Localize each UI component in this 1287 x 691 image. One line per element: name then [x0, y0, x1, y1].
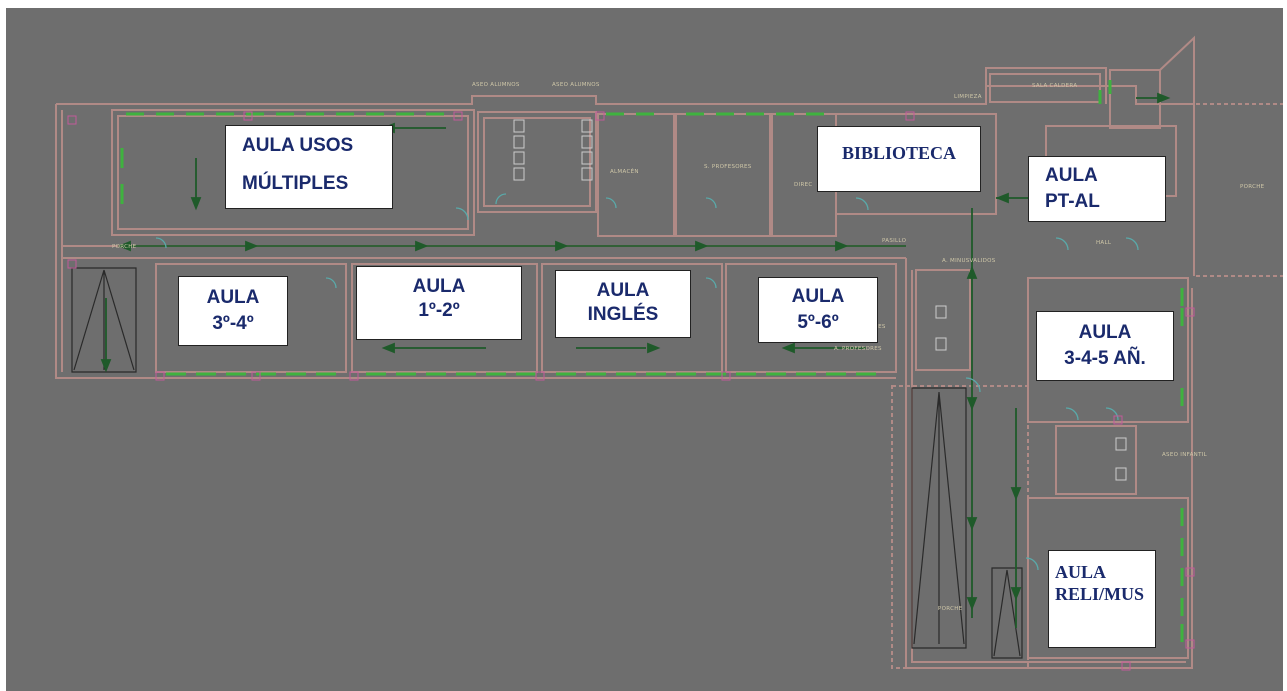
room-label-pt-al-line1: AULA — [1045, 165, 1098, 186]
room-label-aula-34-line2: 3º-4º — [212, 313, 254, 334]
room-label-biblioteca: BIBLIOTECA — [817, 126, 981, 192]
room-label-aula-56-line1: AULA — [791, 286, 845, 307]
room-label-biblioteca-line1: BIBLIOTECA — [841, 143, 957, 163]
room-label-aula-12-line2: 1º-2º — [418, 300, 460, 321]
label-hall: HALL — [1096, 240, 1112, 246]
room-label-aula-34-line1: AULA — [206, 287, 260, 308]
room-label-aula-345-line1: AULA — [1078, 322, 1132, 343]
label-direc: DIREC — [794, 182, 813, 188]
label-aseo-infantil: ASEO INFANTIL — [1162, 452, 1208, 458]
stairs — [71, 267, 1023, 659]
room-label-aula-56-line2: 5º-6º — [797, 312, 839, 333]
room-label-usos-multiples: AULA USOS MÚLTIPLES — [225, 125, 393, 209]
label-sala-caldera: SALA CALDERA — [1032, 83, 1077, 89]
label-a-minusvalidos: A. MINUSVALIDOS — [942, 258, 996, 264]
room-label-reli-mus-line1: AULA — [1055, 562, 1107, 582]
column-markers — [67, 111, 1195, 671]
label-almacen: ALMACÉN — [610, 167, 639, 175]
room-label-aula-ingles-line2: INGLÉS — [587, 304, 659, 325]
room-label-pt-al: AULA PT-AL — [1028, 156, 1166, 222]
label-profesores-1: RES — [874, 324, 886, 330]
room-label-aula-345-line2: 3-4-5 AÑ. — [1064, 348, 1146, 369]
label-limpieza: LIMPIEZA — [954, 94, 982, 100]
floor-plan-canvas: ASEO ALUMNOS ASEO ALUMNOS LIMPIEZA SALA … — [6, 8, 1283, 691]
room-label-aula-ingles: AULA INGLÉS — [555, 270, 691, 338]
room-label-aula-ingles-line1: AULA — [596, 280, 650, 301]
evacuation-routes — [100, 92, 1171, 628]
floor-plan: ASEO ALUMNOS ASEO ALUMNOS LIMPIEZA SALA … — [55, 35, 1283, 671]
windows — [120, 80, 1184, 642]
label-pasillo: PASILLO — [882, 238, 907, 244]
room-label-usos-multiples-line1: AULA USOS — [242, 135, 354, 156]
room-label-aula-12-line1: AULA — [412, 276, 466, 297]
room-label-aula-12: AULA 1º-2º — [356, 266, 522, 340]
room-label-aula-345: AULA 3-4-5 AÑ. — [1036, 311, 1174, 381]
room-label-aula-56: AULA 5º-6º — [758, 277, 878, 343]
toilet-fixtures — [513, 119, 1127, 481]
label-aseo-alumnos-1: ASEO ALUMNOS — [472, 82, 520, 88]
label-s-profesores: S. PROFESORES — [704, 164, 752, 170]
label-porche-left: PORCHE — [112, 244, 137, 250]
label-porche-bottom: PORCHE — [938, 606, 963, 612]
room-label-aula-34: AULA 3º-4º — [178, 276, 288, 346]
label-profesores-2: A. PROFESORES — [834, 346, 882, 352]
label-aseo-alumnos-2: ASEO ALUMNOS — [552, 82, 600, 88]
room-label-reli-mus: AULA RELI/MUS — [1048, 550, 1156, 648]
doors — [155, 193, 1139, 571]
room-label-reli-mus-line2: RELI/MUS — [1055, 584, 1145, 604]
room-label-pt-al-line2: PT-AL — [1045, 191, 1100, 212]
room-label-usos-multiples-line2: MÚLTIPLES — [242, 173, 349, 194]
label-porche-right: PORCHE — [1240, 184, 1265, 190]
